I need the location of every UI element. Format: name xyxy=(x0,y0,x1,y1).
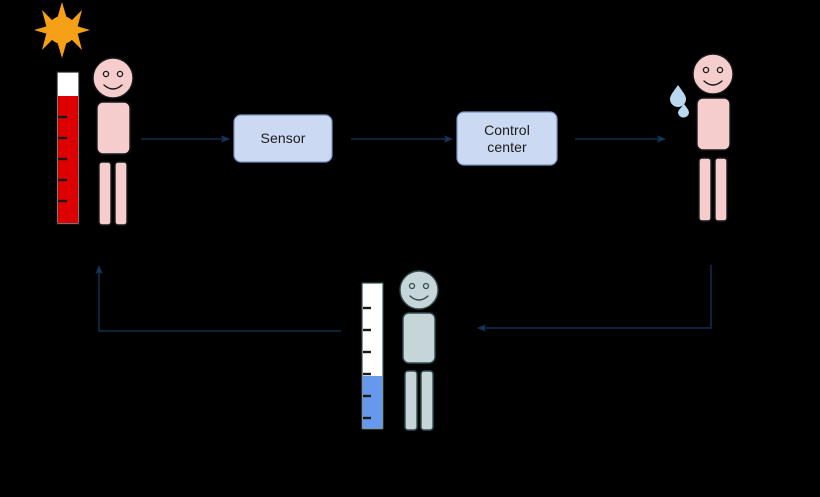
arrow-cooled-person-to-hot-person xyxy=(95,265,341,332)
sweat-drop-icon xyxy=(670,85,689,118)
arrow-sweating-person-to-cooled-person xyxy=(477,265,712,332)
cold-thermometer xyxy=(361,282,384,430)
sensor-box[interactable] xyxy=(233,114,333,163)
cooled-person-figure xyxy=(399,270,439,431)
control-center-box[interactable] xyxy=(456,111,558,166)
hot-thermometer xyxy=(56,71,80,225)
sun-icon xyxy=(34,2,90,58)
overheated-person-figure xyxy=(92,57,134,226)
sweating-person-figure xyxy=(670,53,734,222)
